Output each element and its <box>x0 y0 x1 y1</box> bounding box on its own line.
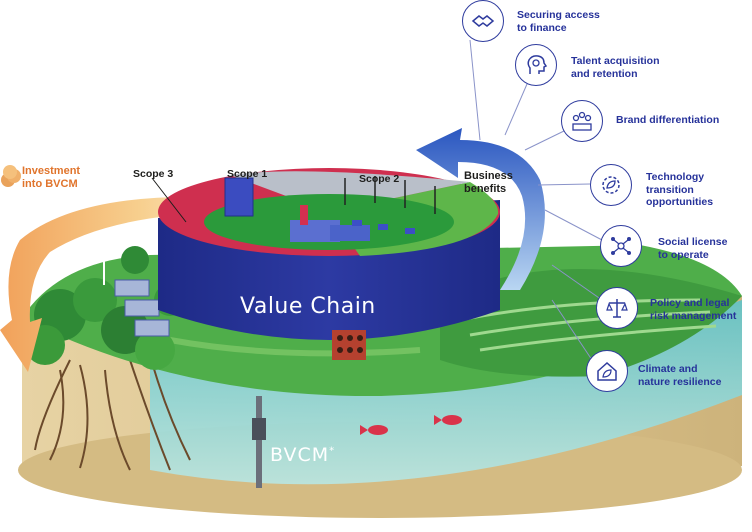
bvcm-label: BVCM* <box>270 444 335 466</box>
wind-turbine <box>91 239 117 285</box>
home-leaf-icon <box>586 350 628 392</box>
benefit-label-technology: Technology transition opportunities <box>646 171 714 208</box>
investment-label: Investment into BVCM <box>22 165 81 190</box>
head-gear-icon <box>515 44 557 86</box>
benefit-label-policy: Policy and legal risk management <box>650 297 737 322</box>
scope3-label: Scope 3 <box>133 168 174 180</box>
sensor-post <box>256 396 262 488</box>
bvcm-mark: * <box>329 445 336 457</box>
benefit-connectors <box>469 39 603 361</box>
business-benefits-label: Business benefits <box>464 170 513 195</box>
coin-stack-icon <box>1 165 21 187</box>
fish <box>360 415 462 435</box>
bvcm-text: BVCM <box>270 444 330 466</box>
benefit-label-talent: Talent acquisition and retention <box>571 55 660 80</box>
gear-leaf-icon <box>590 164 632 206</box>
investment-arrow <box>0 196 232 372</box>
sensor-box <box>252 418 266 440</box>
benefit-label-social: Social license to operate <box>658 236 728 261</box>
benefit-label-climate: Climate and nature resilience <box>638 363 722 388</box>
scope1-label: Scope 1 <box>227 168 268 180</box>
business-benefits-arrow <box>416 128 545 290</box>
benefit-label-finance: Securing access to finance <box>517 9 600 34</box>
kiln <box>332 330 366 360</box>
value-chain-label: Value Chain <box>240 294 376 319</box>
value-chain-cylinder <box>158 168 500 340</box>
scales-icon <box>596 287 638 329</box>
scope2-label: Scope 2 <box>359 173 400 185</box>
people-podium-icon <box>561 100 603 142</box>
scope3-pointer <box>151 177 187 223</box>
handshake-icon <box>462 0 504 42</box>
benefit-label-brand: Brand differentiation <box>616 114 720 126</box>
community-network-icon <box>600 225 642 267</box>
